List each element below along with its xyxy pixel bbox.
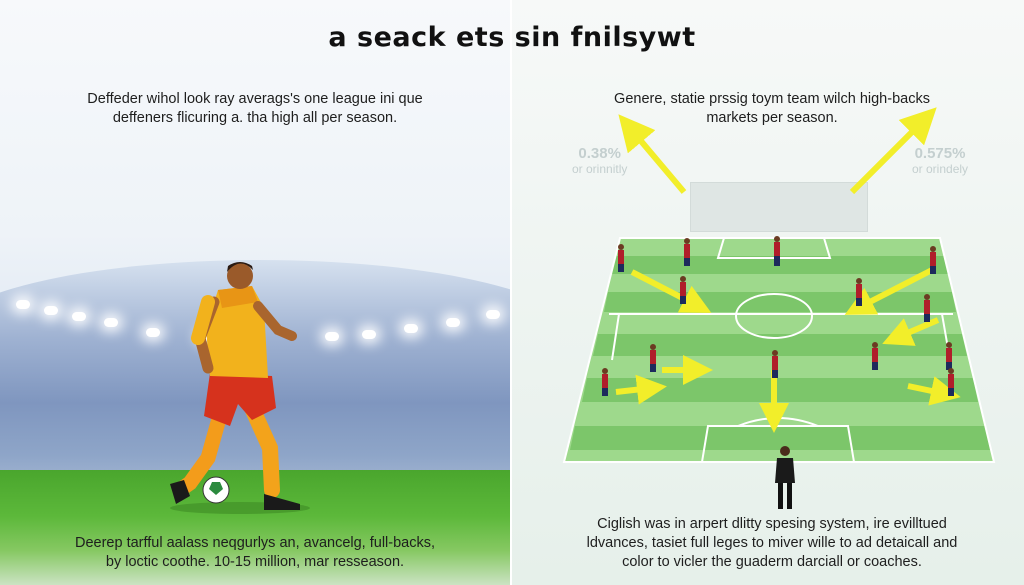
right-bottom-line-3: color to vicler the guaderm darciall or … [622,554,922,570]
left-bottom-line-2: by loctic coothe. 10-15 million, mar res… [105,554,405,570]
stat-left-value: 0.38% [578,145,621,162]
arrow-up-left [618,114,687,194]
stadium-lights [0,296,510,341]
player-marker [872,342,878,370]
stat-right-value: 0.575% [914,145,966,162]
pitch-arrow-2 [844,267,934,315]
player-marker [930,246,936,274]
football-player-illustration [170,262,310,514]
stat-right-label: or orindely [912,162,969,176]
right-panel: Genere, statie prssig toym team wilch hi… [512,0,1024,585]
pitch-arrow-1 [630,269,712,313]
player-marker [856,278,862,306]
right-top-description: Genere, statie prssig toym team wilch hi… [552,90,992,128]
tactical-pitch [562,236,996,463]
player-marker [924,294,930,322]
pitch-arrow-7 [907,376,961,406]
left-bottom-description: Deerep tarfful aalass neqgurlys an, avan… [30,534,480,572]
right-bottom-line-1: Ciglish was in arpert dlitty spesing sys… [597,516,947,532]
player-marker [602,368,608,396]
top-arrows [618,107,937,195]
grass-field [0,470,510,585]
page-title: a seack ets sin fnilsywt [328,22,696,53]
players [602,236,954,396]
player-marker [680,276,686,304]
player-marker [772,350,778,378]
player-marker [684,238,690,266]
player-marker [774,236,780,266]
left-panel: Deffeder wihol look ray averags's one le… [0,0,510,585]
stat-left: 0.38% or orinnitly [572,145,627,176]
player-marker [946,342,952,370]
player-marker [948,368,954,396]
left-bottom-line-1: Deerep tarfful aalass neqgurlys an, avan… [74,535,435,551]
pitch-arrow-3 [882,317,940,346]
stat-left-label: or orinnitly [572,162,628,176]
stat-right: 0.575% or orindely [912,145,968,176]
coach-figure [775,446,795,509]
left-top-line-2: deffeners flicuring a. tha high all per … [112,110,398,126]
info-screen-placeholder [690,182,868,232]
player-marker [618,244,624,272]
right-bottom-description: Ciglish was in arpert dlitty spesing sys… [552,515,992,572]
panel-divider [510,0,512,585]
right-bottom-line-2: ldvances, tasiet full leges to miver wil… [586,535,958,551]
pitch-arrow-5 [615,374,667,405]
left-top-line-1: Deffeder wihol look ray averags's one le… [87,91,423,107]
player-marker [650,344,656,372]
right-top-line-1: Genere, statie prssig toym team wilch hi… [614,91,930,107]
arrow-up-right [849,107,937,195]
right-top-line-2: markets per season. [706,110,838,126]
left-top-description: Deffeder wihol look ray averags's one le… [30,90,480,128]
